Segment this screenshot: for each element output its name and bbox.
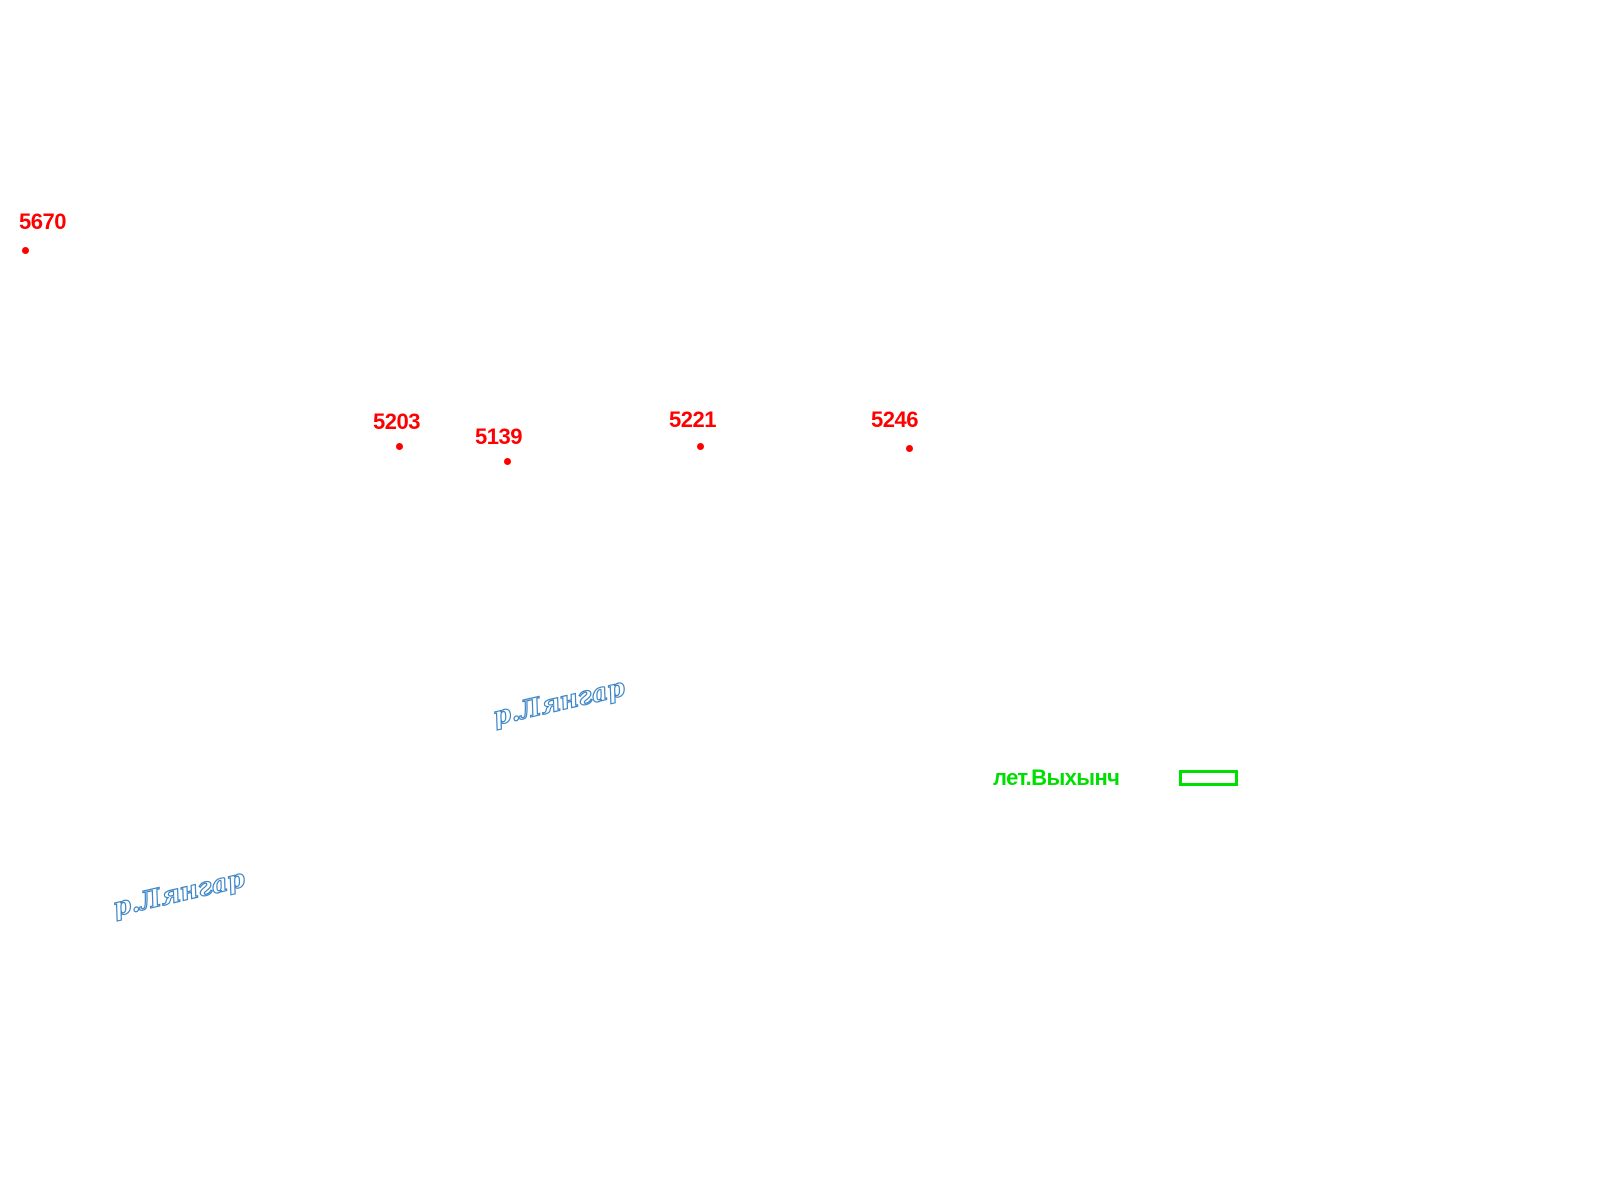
peak-marker-5246: 5246 [871,408,951,468]
peak-point-icon [22,247,29,254]
peak-elevation-label: 5670 [19,209,66,234]
peak-marker-5670: 5670 [19,210,99,270]
peak-marker-5139: 5139 [475,425,555,485]
airstrip-label: лет.Выхынч [993,765,1120,790]
peak-elevation-label: 5221 [669,407,716,432]
peak-marker-5221: 5221 [669,408,749,468]
airstrip-icon [1179,770,1238,786]
peak-elevation-label: 5139 [475,424,522,449]
peak-elevation-label: 5203 [373,409,420,434]
peak-marker-5203: 5203 [373,410,453,470]
peak-point-icon [697,443,704,450]
peak-elevation-label: 5246 [871,407,918,432]
peak-point-icon [396,443,403,450]
river-label: р.Лянгар [110,863,248,923]
river-label: р.Лянгар [490,672,628,732]
peak-point-icon [906,445,913,452]
peak-point-icon [504,458,511,465]
